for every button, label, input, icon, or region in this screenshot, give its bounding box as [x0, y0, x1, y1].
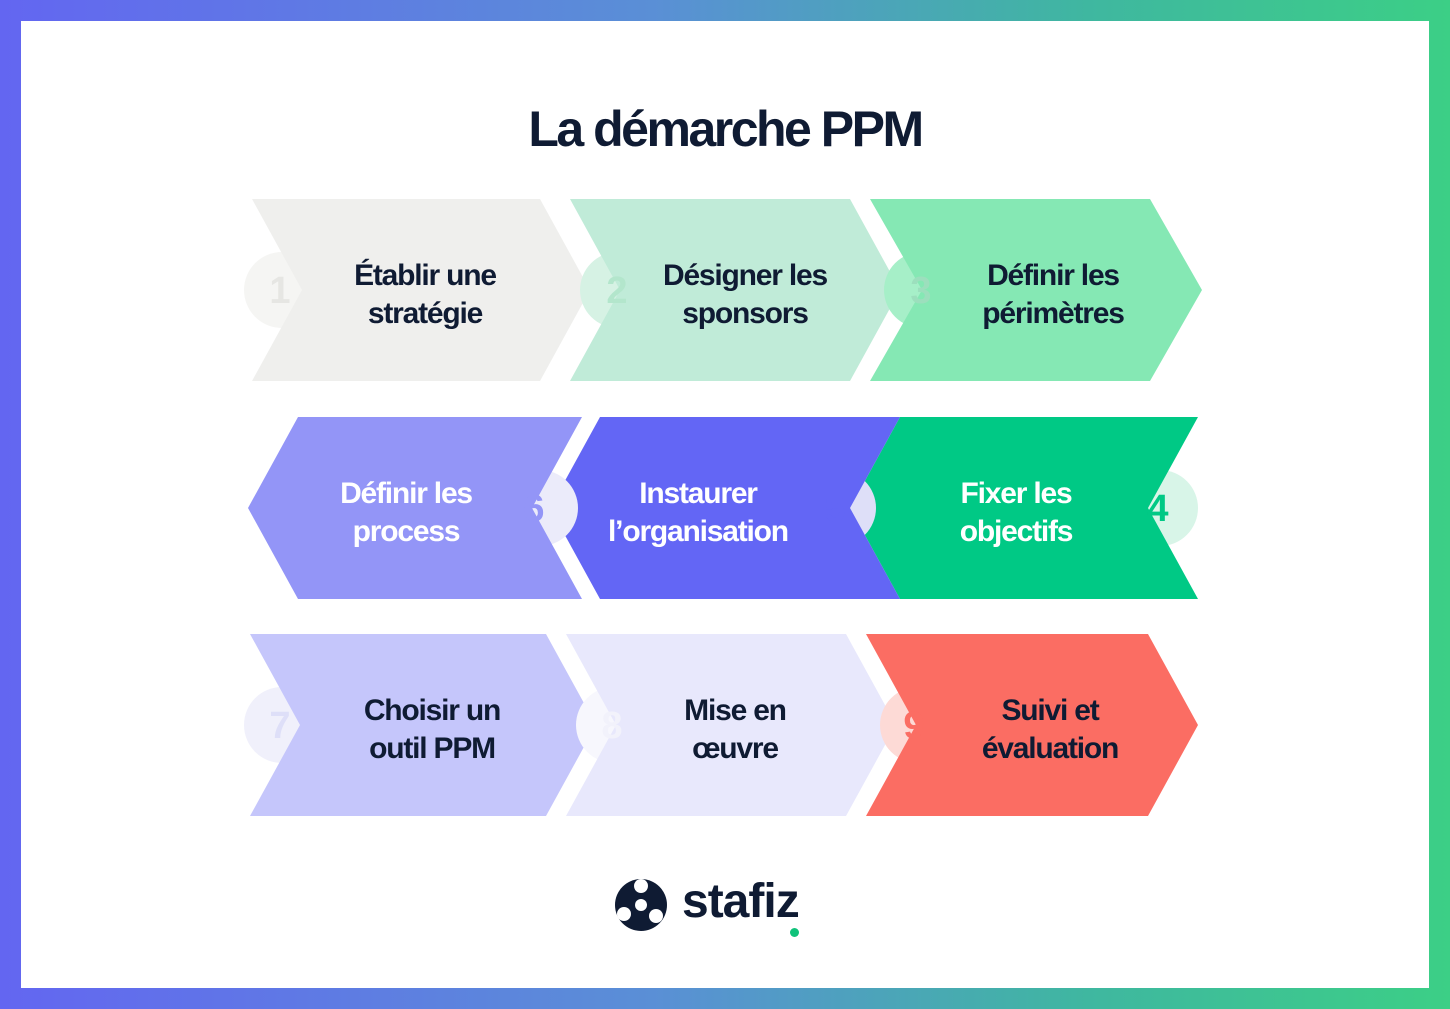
- step-number: 6: [523, 488, 544, 530]
- step-number: 3: [910, 270, 931, 312]
- step-chevron: [550, 417, 900, 599]
- step-chevron: [870, 199, 1202, 381]
- step-chevron: [250, 634, 596, 816]
- step-number: 7: [269, 705, 290, 747]
- step-chevron: [566, 634, 896, 816]
- step-chevron: [866, 634, 1198, 816]
- step-chevron: [252, 199, 590, 381]
- step-number: 1: [269, 270, 290, 312]
- step-number: 8: [601, 705, 622, 747]
- step-number: 4: [1147, 488, 1168, 530]
- brand-name: stafiz: [682, 875, 800, 928]
- step-chevron: [570, 199, 900, 381]
- step-number: 5: [824, 488, 845, 530]
- stafiz-logo-icon: [615, 879, 667, 931]
- brand-logo: stafiz: [612, 872, 842, 942]
- step-number: 9: [903, 705, 924, 747]
- step-number: 2: [606, 270, 627, 312]
- brand-dot: [790, 928, 799, 937]
- step-chevron: [248, 417, 582, 599]
- page-title: La démarche PPM: [528, 101, 924, 157]
- step-chevron: [850, 417, 1198, 599]
